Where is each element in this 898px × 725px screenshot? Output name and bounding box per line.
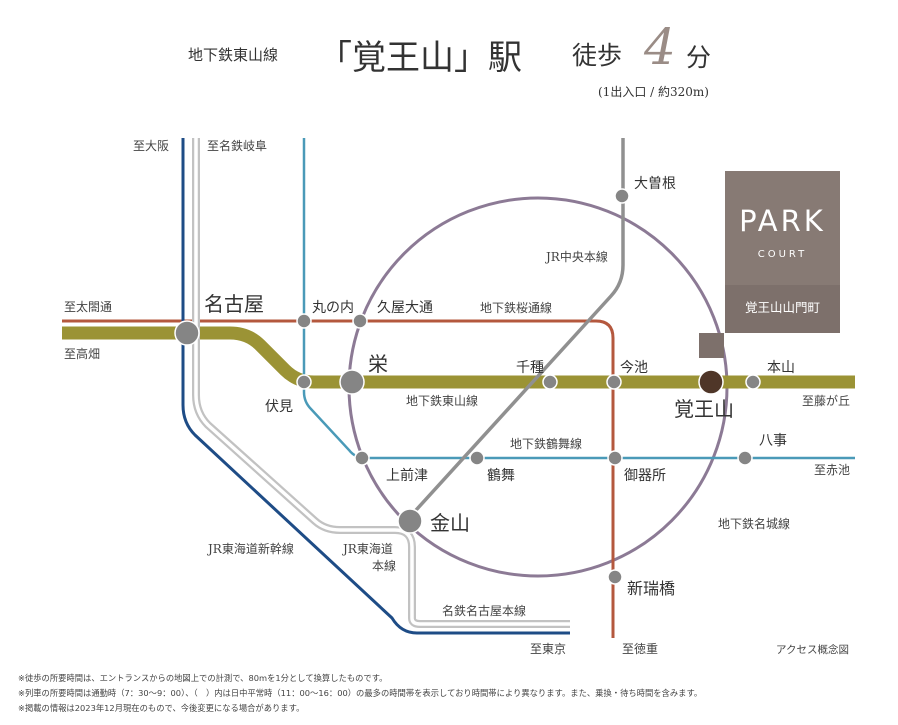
footnote-1: ※徒歩の所要時間は、エントランスからの地図上での計測で、80mを1分として換算し… xyxy=(18,673,388,683)
station-label-chikusa: 千種 xyxy=(516,360,544,376)
logo-brand-text: PARK xyxy=(739,204,826,238)
line-label-shinkansen: JR東海道新幹線 xyxy=(206,541,294,556)
station-marker-kamimaezu xyxy=(354,450,370,466)
park-court-logo: PARK COURT 覚王山山門町 xyxy=(725,171,840,333)
walk-unit: 分 xyxy=(686,43,712,72)
station-name: 「覚王山」駅 xyxy=(318,38,522,78)
station-marker-fushimi xyxy=(296,374,312,390)
line-label-chuo: JR中央本線 xyxy=(544,249,608,264)
line-label-sakuradori: 地下鉄桜通線 xyxy=(480,300,552,315)
station-marker-chikusa xyxy=(542,374,558,390)
station-label-imaike: 今池 xyxy=(620,360,648,376)
logo-brand-panel: PARK COURT xyxy=(725,171,840,285)
station-label-fushimi: 伏見 xyxy=(265,399,293,415)
line-label-tokaido-2: 本線 xyxy=(372,558,396,573)
station-marker-motoyama xyxy=(745,374,761,390)
line-label-higashiyama: 地下鉄東山線 xyxy=(406,393,478,408)
station-label-hisaya: 久屋大通 xyxy=(377,300,433,316)
station-marker-sakae xyxy=(339,369,365,395)
dest-akaike: 至赤池 xyxy=(814,463,850,477)
station-label-motoyama: 本山 xyxy=(767,360,795,376)
station-marker-arahata xyxy=(607,569,623,585)
logo-property-name: 覚王山山門町 xyxy=(744,300,820,315)
station-marker-kanayama xyxy=(397,508,423,534)
dest-tokyo: 至東京 xyxy=(530,642,566,656)
station-label-arahata: 新瑞橋 xyxy=(627,579,675,598)
sakuradori-line xyxy=(62,319,615,638)
map-caption: アクセス概念図 xyxy=(776,644,849,656)
station-label-marunouchi: 丸の内 xyxy=(312,300,354,316)
station-label-kamimaezu: 上前津 xyxy=(386,467,428,484)
station-label-kanayama: 金山 xyxy=(430,511,470,535)
station-marker-ozone xyxy=(614,188,630,204)
station-marker-marunouchi xyxy=(296,313,312,329)
station-label-sakae: 栄 xyxy=(368,352,388,376)
station-marker-imaike xyxy=(606,374,622,390)
station-marker-hisaya xyxy=(352,313,368,329)
walk-minutes: 4 xyxy=(644,18,676,76)
dest-gifu: 至名鉄岐阜 xyxy=(207,138,267,153)
dest-takabata: 至高畑 xyxy=(64,346,100,361)
station-marker-nagoya xyxy=(174,320,200,346)
station-marker-yagoto xyxy=(737,450,753,466)
line-label-meitetsu: 名鉄名古屋本線 xyxy=(442,603,526,618)
logo-sub-text: COURT xyxy=(757,249,808,260)
dest-tokushige: 至徳重 xyxy=(622,641,658,656)
station-label-kakuozan: 覚王山 xyxy=(674,397,734,421)
jr-chuo-line xyxy=(405,138,625,522)
dest-fujigaoka: 至藤が丘 xyxy=(802,393,850,408)
footnote-3: ※掲載の情報は2023年12月現在のもので、今後変更になる場合があります。 xyxy=(18,703,305,713)
station-marker-kakuozan xyxy=(698,369,724,395)
footnote-2: ※列車の所要時間は通勤時（7：30〜9：00）、（ ）内は日中平常時（11：00… xyxy=(18,688,703,698)
line-label-tsurumai: 地下鉄鶴舞線 xyxy=(510,436,582,451)
line-label-meijo: 地下鉄名城線 xyxy=(718,516,790,531)
shinkansen-line xyxy=(181,138,570,635)
line-label-tokaido-1: JR東海道 xyxy=(341,541,393,556)
dest-osaka: 至大阪 xyxy=(133,139,169,153)
station-label-gokiso: 御器所 xyxy=(624,468,666,484)
line-name: 地下鉄東山線 xyxy=(188,46,279,64)
station-label-nagoya: 名古屋 xyxy=(204,292,264,316)
station-marker-gokiso xyxy=(607,450,623,466)
station-marker-tsurumai xyxy=(469,450,485,466)
property-marker xyxy=(699,333,724,358)
station-label-ozone: 大曽根 xyxy=(634,176,676,192)
station-label-yagoto: 八事 xyxy=(759,433,787,449)
meitetsu-line-inner xyxy=(194,138,570,626)
station-label-tsurumai: 鶴舞 xyxy=(487,467,515,484)
dest-taikodori: 至太閤通 xyxy=(64,299,112,314)
walk-label: 徒歩 xyxy=(572,41,623,70)
walk-note: (1出入口 / 約320m) xyxy=(598,85,709,99)
